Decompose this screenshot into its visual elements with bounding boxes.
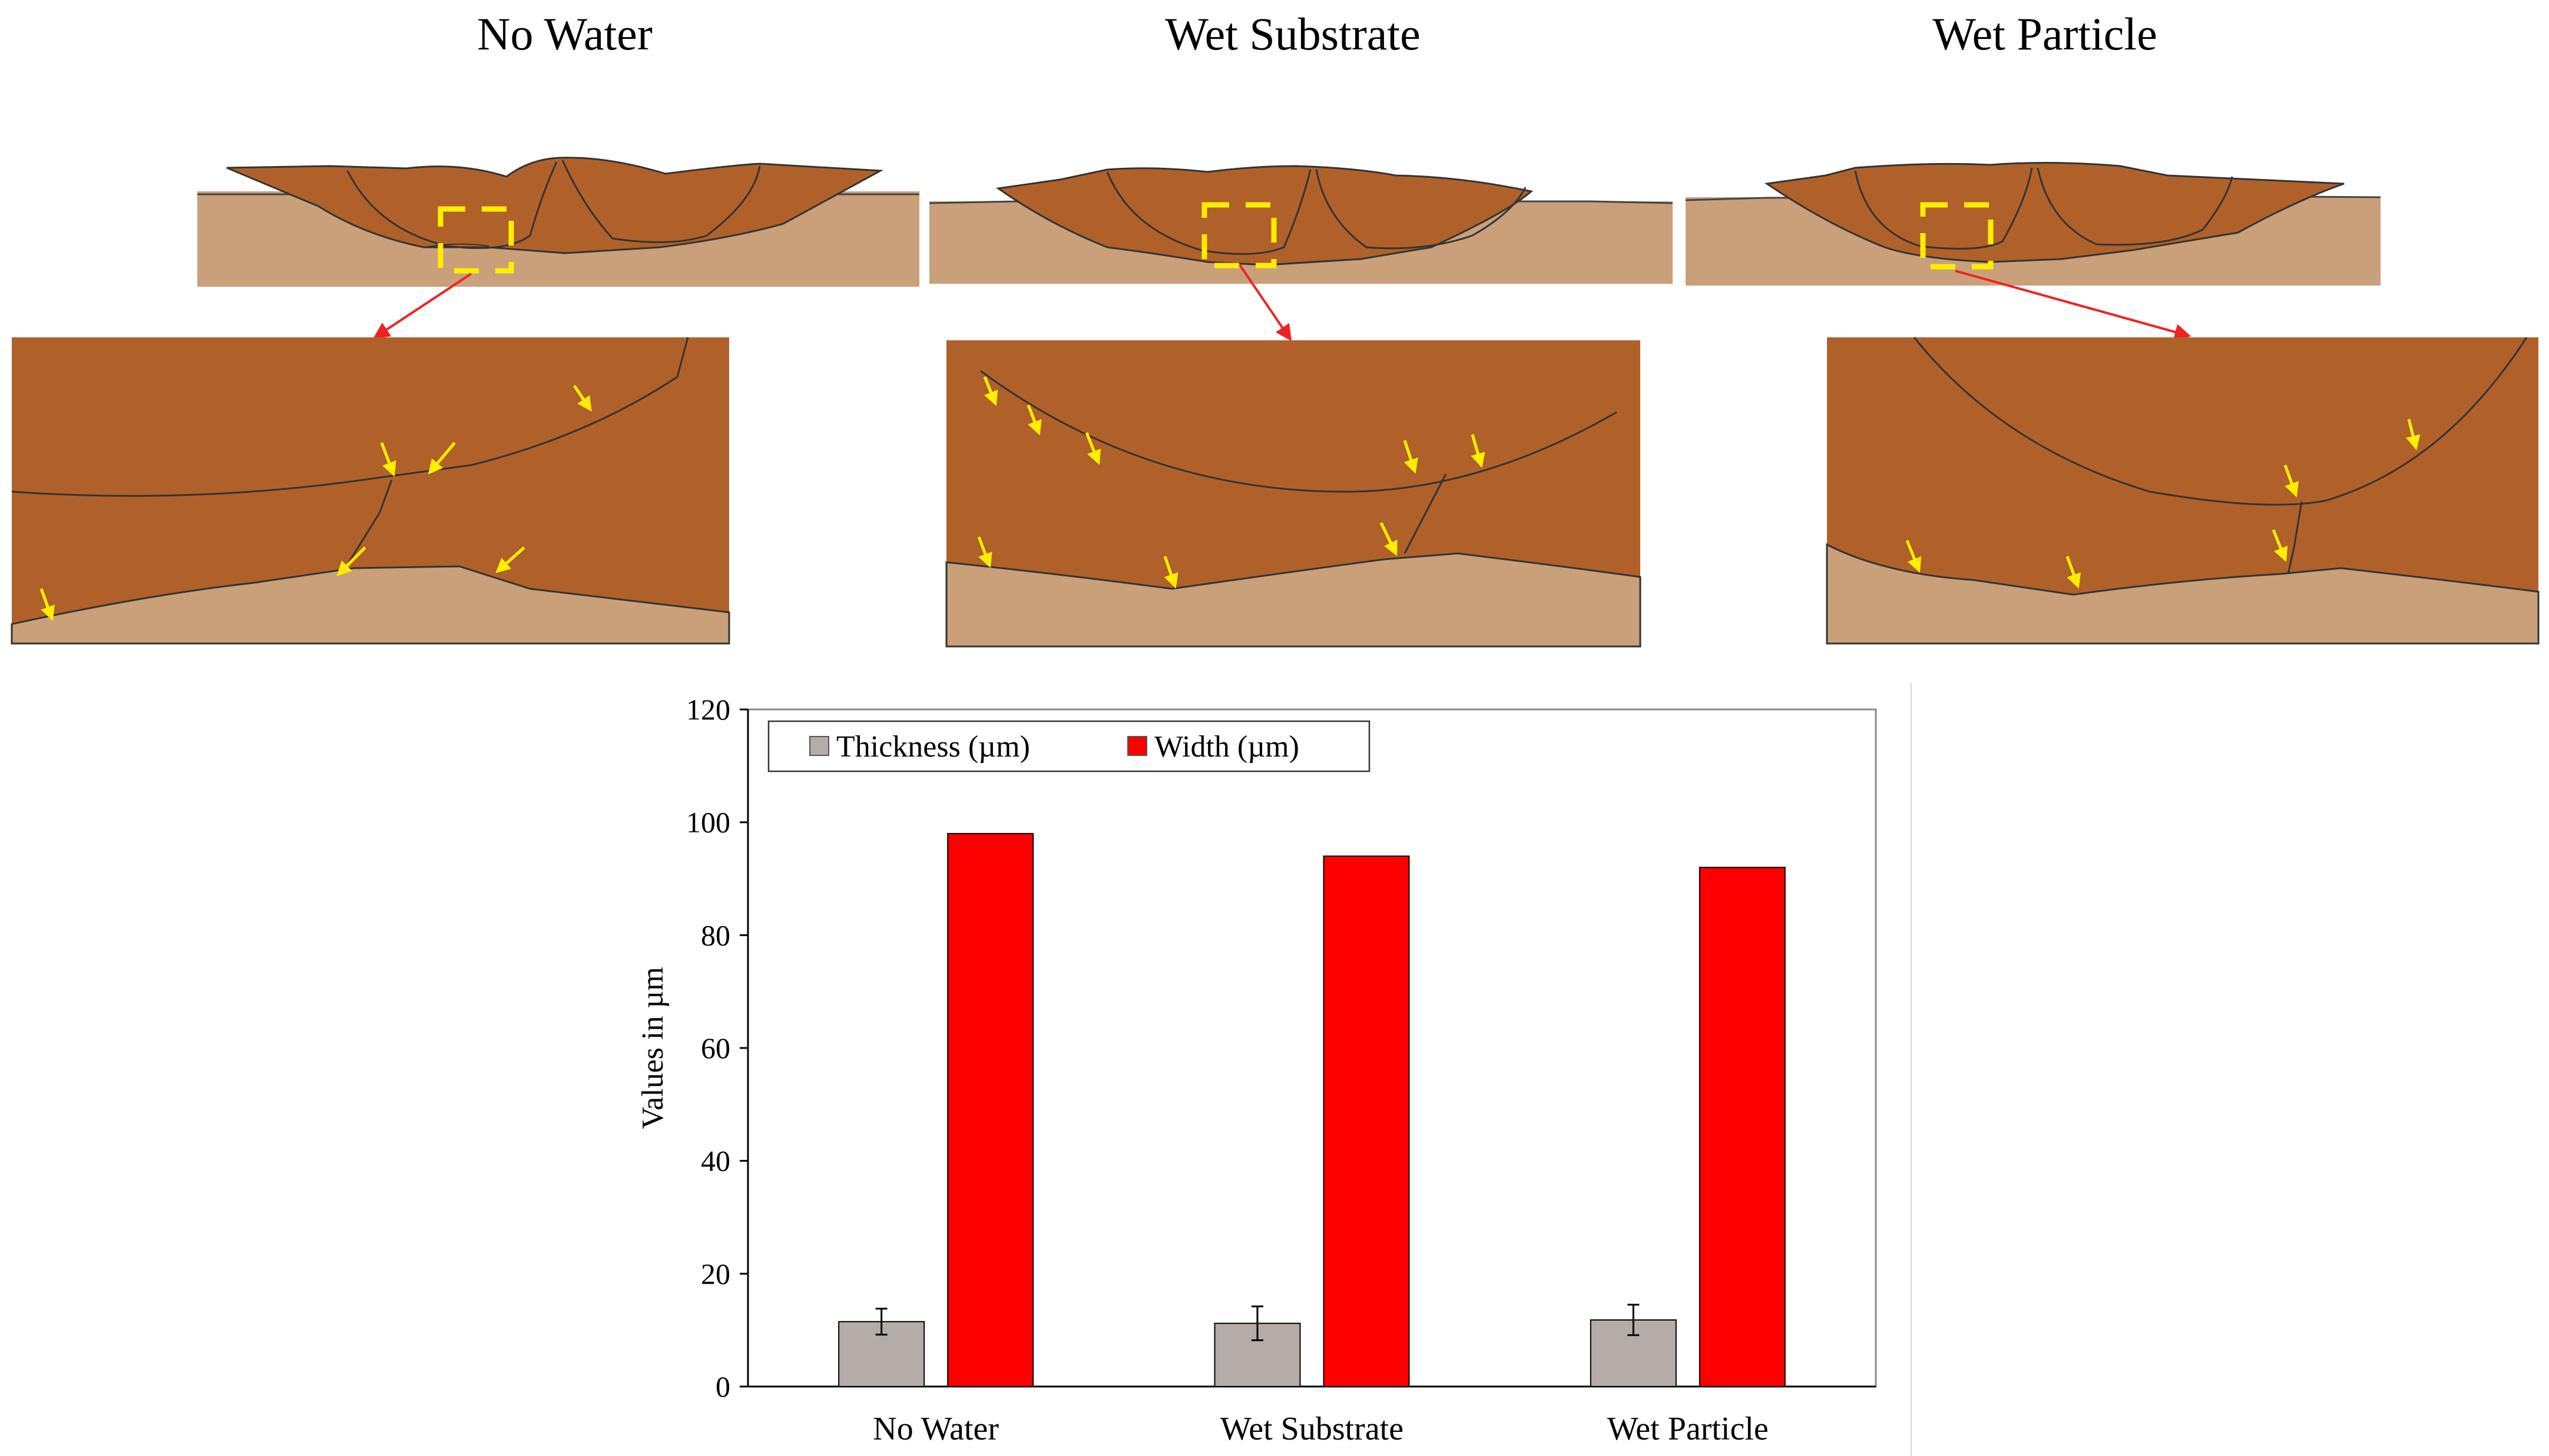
feature-arrow xyxy=(977,536,992,568)
panel-title-no-water: No Water xyxy=(477,8,653,59)
x-category-label: No Water xyxy=(873,1411,999,1447)
feature-arrow xyxy=(572,384,592,412)
bar-chart: 0 20 40 60 80 100 120 No Water Wet Substrate Wet… xyxy=(636,693,1877,1447)
y-tick-label: 40 xyxy=(701,1145,730,1178)
bar-thickness xyxy=(1590,1319,1677,1388)
crater-wet-substrate xyxy=(929,165,1673,341)
x-category-label: Wet Substrate xyxy=(1220,1411,1403,1447)
zoom-arrow xyxy=(1955,270,2192,340)
feature-arrow xyxy=(39,588,55,621)
legend: Thickness (µm) Width (µm) xyxy=(767,720,1370,772)
error-bar xyxy=(1252,1305,1263,1341)
panel-title-wet-substrate: Wet Substrate xyxy=(1165,8,1421,59)
feature-arrow xyxy=(428,442,456,475)
legend-swatch-thickness xyxy=(809,736,829,756)
y-tick-label: 100 xyxy=(686,806,730,839)
error-bar xyxy=(875,1308,888,1336)
legend-swatch-width xyxy=(1127,736,1147,756)
legend-frame xyxy=(767,720,1370,772)
y-tick-label: 60 xyxy=(701,1032,730,1064)
feature-arrow xyxy=(2065,556,2081,589)
error-bar xyxy=(1627,1304,1640,1336)
feature-arrow xyxy=(1471,434,1485,468)
feature-arrow xyxy=(983,376,998,406)
deposited-particle xyxy=(996,165,1534,266)
x-category-label: Wet Particle xyxy=(1607,1411,1769,1447)
splat-boundary xyxy=(1106,169,1312,255)
splat-boundary xyxy=(423,243,489,248)
feature-arrow xyxy=(2283,465,2299,498)
feature-arrow xyxy=(380,442,396,477)
feature-arrow xyxy=(2406,419,2421,450)
panel-title-wet-particle: Wet Particle xyxy=(1932,8,2157,59)
feature-arrow xyxy=(2272,529,2288,562)
crater-no-water xyxy=(197,157,919,339)
zoom-crack xyxy=(2287,501,2303,575)
zoom-marker-box xyxy=(1920,202,1994,270)
zoom-wet-particle xyxy=(1826,337,2540,645)
feature-arrow xyxy=(1085,432,1101,465)
zoom-no-water xyxy=(11,337,730,645)
bar-width xyxy=(947,833,1034,1388)
deposited-particle xyxy=(226,157,884,254)
zoom-substrate xyxy=(1826,543,2540,645)
zoom-wet-substrate xyxy=(945,340,1641,648)
feature-arrow xyxy=(1027,404,1042,436)
splat-boundary xyxy=(2037,167,2233,246)
zoom-crack xyxy=(340,479,393,575)
zoom-substrate xyxy=(945,552,1641,648)
splat-boundary xyxy=(561,160,761,243)
feature-arrow xyxy=(1379,522,1398,556)
y-tick-label: 0 xyxy=(716,1370,730,1403)
splat-boundary xyxy=(1315,169,1527,250)
legend-label-width: Width (µm) xyxy=(1154,730,1299,764)
zoom-marker-box xyxy=(438,206,514,274)
legend-label-thickness: Thickness (µm) xyxy=(836,730,1030,764)
y-tick-label: 20 xyxy=(701,1257,730,1290)
feature-arrow xyxy=(495,546,525,573)
splat-boundary xyxy=(1854,167,2033,250)
zoom-substrate xyxy=(11,565,730,645)
bar-width xyxy=(1323,855,1410,1387)
zoom-interface xyxy=(980,370,1617,493)
y-tick-label: 80 xyxy=(701,918,730,951)
feature-arrow xyxy=(1403,440,1418,474)
feature-arrow xyxy=(336,546,366,576)
zoom-arrow xyxy=(1239,264,1292,341)
zoom-arrow xyxy=(373,273,472,339)
bar-width xyxy=(1699,867,1786,1388)
y-axis-title: Values in µm xyxy=(636,967,670,1129)
feature-arrow xyxy=(1905,540,1922,573)
splat-boundary xyxy=(346,161,558,249)
feature-arrow xyxy=(1163,556,1179,589)
y-tick-label: 120 xyxy=(686,693,730,726)
zoom-crack xyxy=(1403,473,1447,554)
zoom-interface xyxy=(1913,337,2528,506)
zoom-interface xyxy=(11,337,689,497)
crater-wet-particle xyxy=(1685,161,2381,340)
